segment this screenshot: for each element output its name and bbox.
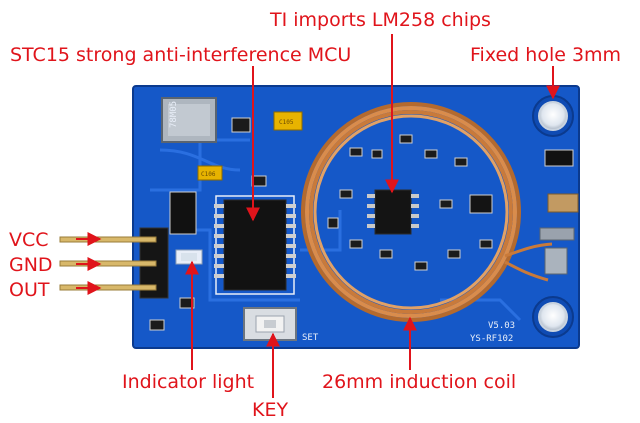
set-key-button[interactable] bbox=[243, 307, 297, 341]
label-key: KEY bbox=[252, 399, 289, 421]
fixed-hole-top bbox=[532, 95, 574, 137]
fixed-hole-bottom bbox=[532, 296, 574, 338]
stc15-mcu-chip bbox=[214, 195, 296, 295]
callout-lines bbox=[76, 34, 560, 398]
silk-regulator: 78M05 bbox=[169, 101, 179, 128]
label-out: OUT bbox=[9, 279, 50, 301]
silk-cap-b: C106 bbox=[201, 171, 216, 178]
smd-components bbox=[149, 111, 579, 331]
label-induction-coil: 26mm induction coil bbox=[322, 371, 517, 393]
indicator-led bbox=[175, 249, 203, 265]
label-fixed-hole: Fixed hole 3mm bbox=[470, 44, 622, 66]
label-mcu: STC15 strong anti-interference MCU bbox=[10, 44, 352, 66]
label-gnd: GND bbox=[9, 254, 53, 276]
silk-cap-a: C105 bbox=[279, 119, 294, 126]
silk-set: SET bbox=[302, 333, 319, 343]
label-indicator-light: Indicator light bbox=[122, 371, 255, 393]
regulator-78m05 bbox=[161, 97, 217, 143]
header-pins bbox=[59, 227, 169, 299]
label-ti-chips: TI imports LM258 chips bbox=[270, 9, 491, 31]
label-vcc: VCC bbox=[9, 229, 49, 251]
silk-version: V5.03 bbox=[488, 321, 515, 331]
silk-model: YS-RF102 bbox=[470, 334, 513, 344]
lm258-chip bbox=[367, 189, 419, 235]
